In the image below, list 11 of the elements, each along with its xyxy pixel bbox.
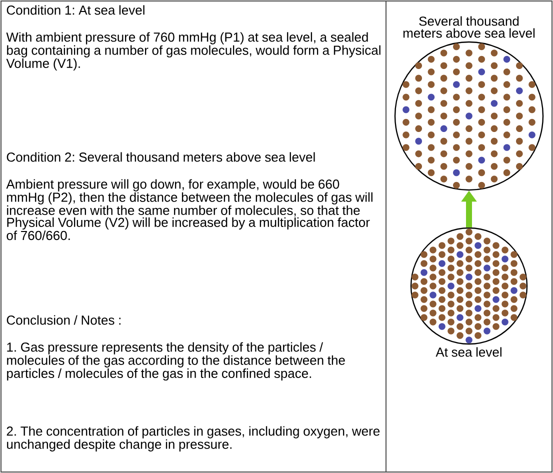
caption-text: Several thousand meters above sea level <box>403 16 535 38</box>
paragraph-text: Ambient pressure will go down, for example, would be 660 mmHg (P2), then the distance between the molecules of gas will increase even with the same number of molecules, so that the Physical Volume (V2) will be increased by a multiplication factor of 760/660. <box>6 179 372 240</box>
particle-circle <box>410 227 528 345</box>
heading-text: Condition 1: At sea level <box>6 5 144 15</box>
particle-circle <box>394 41 544 191</box>
paragraph-text: With ambient pressure of 760 mmHg (P1) at sea level, a sealed bag containing a number of gas molecules, would form a Physical Volume (V1). <box>6 32 380 71</box>
heading-text: Conclusion / Notes : <box>6 315 120 325</box>
heading-text: Condition 2: Several thousand meters above sea level <box>6 152 315 162</box>
note-text: 1. Gas pressure represents the density of the particles / molecules of the gas according to the distance between the particles / molecules of the gas in the confined space. <box>7 342 345 381</box>
note-text: 2. The concentration of particles in gases, including oxygen, were unchanged despite change in pressure. <box>6 426 380 452</box>
caption-text: At sea level <box>436 347 502 357</box>
